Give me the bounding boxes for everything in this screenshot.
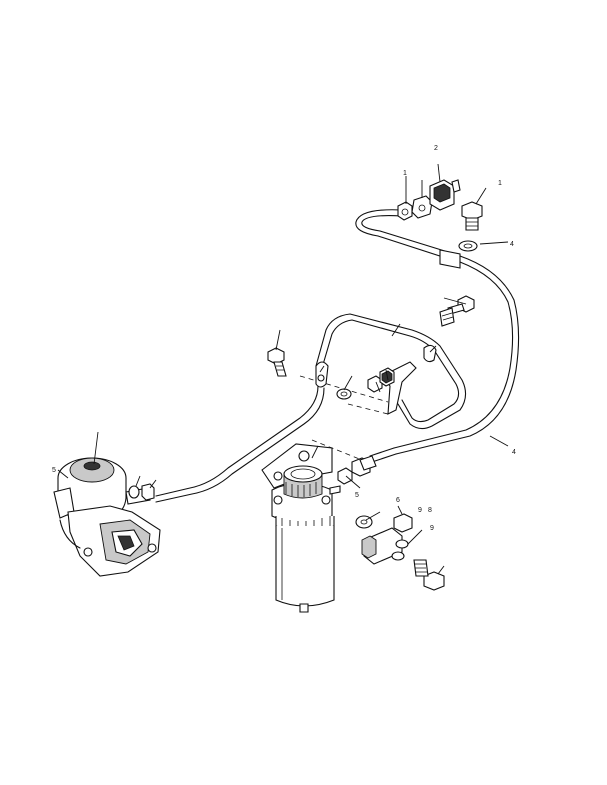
bolts-middle xyxy=(267,295,475,400)
fuel-filter xyxy=(261,443,377,613)
callout-label: 8 xyxy=(428,507,432,514)
leader-lines xyxy=(57,163,509,575)
callout-label: 4 xyxy=(510,241,514,248)
callout-numbers: 1 1 4 2 4 5 6 8 9 5 9 xyxy=(52,145,516,532)
callout-label: 5 xyxy=(52,467,56,474)
callout-label: 2 xyxy=(434,145,438,152)
tee-fitting-assembly xyxy=(355,513,445,591)
fuel-line-lower xyxy=(155,385,325,503)
fuel-pump xyxy=(53,457,161,577)
callout-label: 4 xyxy=(512,449,516,456)
callout-label: 1 xyxy=(403,170,407,177)
callout-label: 9 xyxy=(418,507,422,514)
callout-label: 5 xyxy=(355,492,359,499)
callout-label: 1 xyxy=(498,180,502,187)
fuel-line-upper xyxy=(355,209,520,463)
callout-label: 6 xyxy=(396,497,400,504)
callout-label: 9 xyxy=(430,525,434,532)
